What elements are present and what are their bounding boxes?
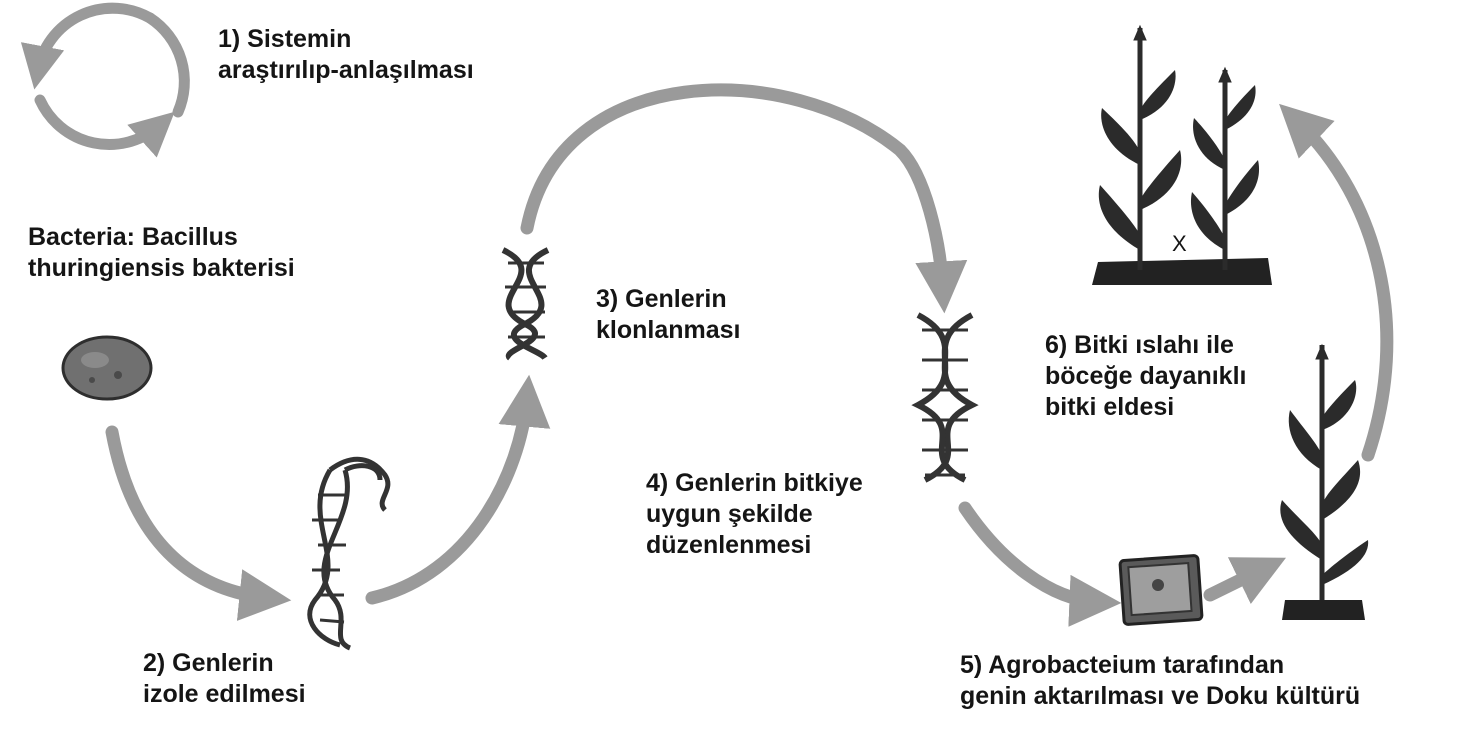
dna-modified-icon bbox=[911, 312, 979, 483]
step-4-line-1: 4) Genlerin bitkiye bbox=[646, 469, 863, 497]
transgenic-plant-icon bbox=[1280, 343, 1369, 620]
bacteria-label: Bacteria: Bacillus thuringiensis bakteri… bbox=[28, 222, 295, 284]
arrow-bacteria-to-isolation bbox=[105, 425, 292, 621]
arrow-isolation-to-cloning bbox=[365, 374, 551, 605]
step-6-line-3: bitki eldesi bbox=[1045, 393, 1175, 421]
step-6-label: 6) Bitki ıslahı ile böceğe dayanıklı bit… bbox=[1045, 330, 1246, 423]
step-3-line-1: 3) Genlerin bbox=[596, 285, 727, 313]
step-5-line-2: genin aktarılması ve Doku kültürü bbox=[960, 682, 1361, 710]
step-4-label: 4) Genlerin bitkiye uygun şekilde düzenl… bbox=[646, 468, 863, 561]
arrow-transfer-to-plant bbox=[1203, 557, 1287, 604]
bred-plants-icon bbox=[1092, 24, 1272, 285]
step-5-line-1: 5) Agrobacteium tarafından bbox=[960, 651, 1285, 679]
step-2-label: 2) Genlerin izole edilmesi bbox=[143, 648, 306, 710]
dna-isolated-icon bbox=[307, 456, 391, 651]
step-1-line-1: 1) Sistemin bbox=[218, 25, 352, 53]
step-6-line-1: 6) Bitki ıslahı ile bbox=[1045, 331, 1234, 359]
step-3-label: 3) Genlerin klonlanması bbox=[596, 284, 741, 346]
bacterium-icon bbox=[61, 335, 153, 401]
step-4-line-2: uygun şekilde bbox=[646, 500, 813, 528]
dna-cloned-icon bbox=[501, 247, 550, 361]
cross-mark: X bbox=[1172, 231, 1187, 256]
step-2-line-1: 2) Genlerin bbox=[143, 649, 274, 677]
arrow-cloning-to-modification bbox=[520, 83, 968, 314]
step-2-line-2: izole edilmesi bbox=[143, 680, 306, 708]
tissue-culture-icon bbox=[1118, 554, 1204, 626]
cycle-icon bbox=[20, 2, 190, 158]
step-4-line-3: düzenlenmesi bbox=[646, 531, 812, 559]
step-6-line-2: böceğe dayanıklı bbox=[1045, 362, 1247, 390]
bacteria-line-2: thuringiensis bakterisi bbox=[28, 254, 295, 282]
arrow-modification-to-transfer bbox=[958, 501, 1122, 627]
step-5-label: 5) Agrobacteium tarafından genin aktarıl… bbox=[960, 650, 1360, 712]
arrow-plant-to-breeding bbox=[1279, 103, 1394, 462]
step-3-line-2: klonlanması bbox=[596, 316, 741, 344]
step-1-label: 1) Sistemin araştırılıp-anlaşılması bbox=[218, 24, 474, 86]
step-1-line-2: araştırılıp-anlaşılması bbox=[218, 56, 474, 84]
bacteria-line-1: Bacteria: Bacillus bbox=[28, 223, 238, 251]
